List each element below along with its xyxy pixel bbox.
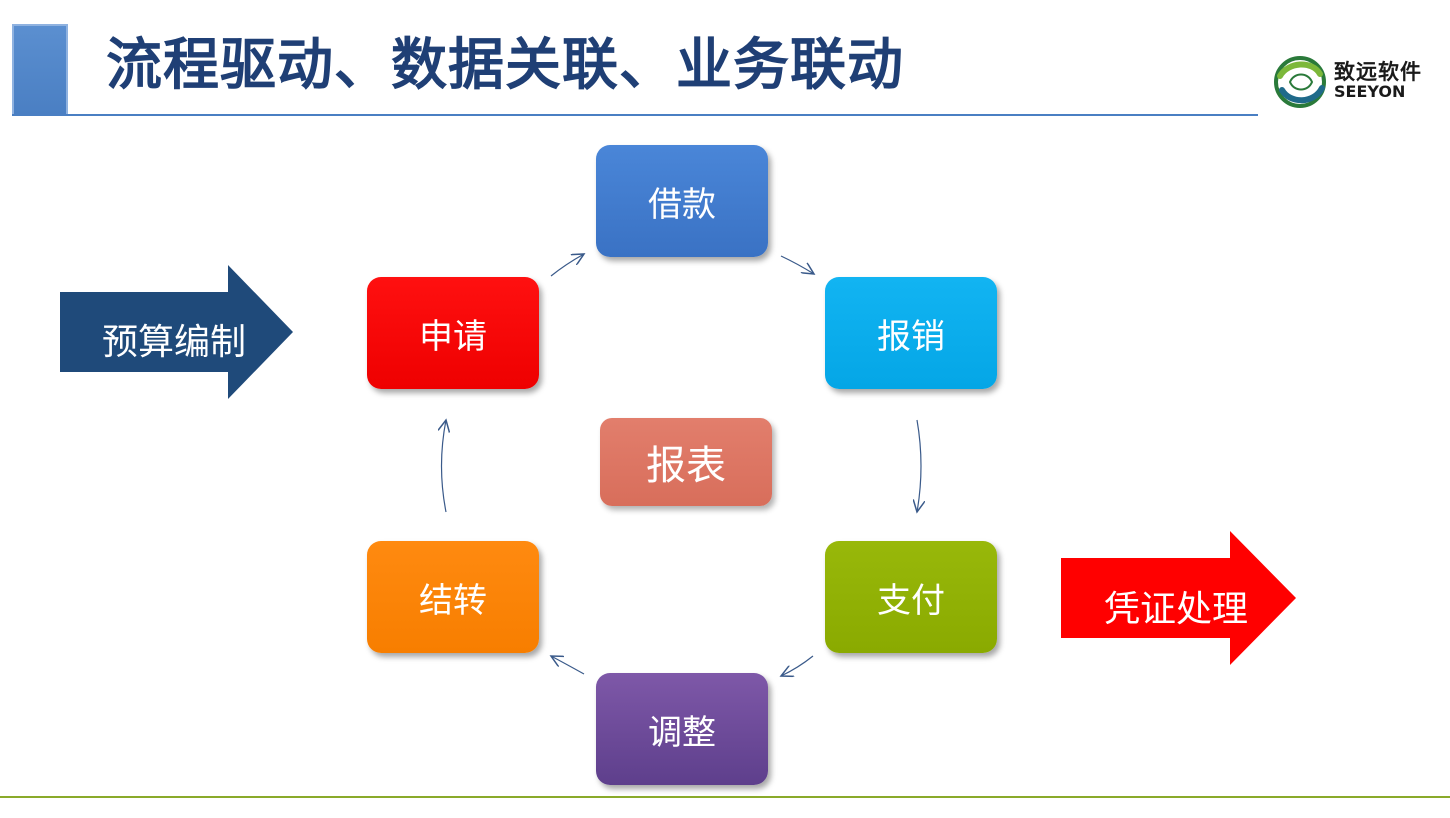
voucher-arrow-label: 凭证处理 <box>1104 589 1249 630</box>
arrow-apply-to-loan <box>550 254 584 277</box>
node-application-label: 申请 <box>419 316 487 357</box>
seeyon-logo: 致远软件 SEEYON <box>1272 54 1442 110</box>
arrow-adjust-to-carry <box>551 656 585 675</box>
node-reimbursement-label: 报销 <box>877 316 945 357</box>
node-adjustment: 调整 <box>596 673 768 785</box>
logo-text-cn: 致远软件 <box>1334 60 1422 84</box>
node-payment: 支付 <box>825 541 997 653</box>
title-underline <box>12 114 1258 116</box>
page-title: 流程驱动、数据关联、业务联动 <box>106 33 904 98</box>
arrow-reimb-to-pay <box>917 419 921 512</box>
budget-arrow-label: 预算编制 <box>102 322 247 363</box>
node-payment-label: 支付 <box>877 580 945 621</box>
logo-text-en: SEEYON <box>1334 82 1406 101</box>
arrow-pay-to-adjust <box>781 655 814 676</box>
arrow-carry-to-apply <box>442 420 447 513</box>
footer-rule <box>0 796 1450 798</box>
title-accent-bar <box>12 24 68 116</box>
node-adjustment-label: 调整 <box>648 712 716 753</box>
node-carry-forward: 结转 <box>367 541 539 653</box>
node-carry-forward-label: 结转 <box>419 580 487 621</box>
voucher-arrow-shape <box>1061 531 1296 665</box>
node-report-label: 报表 <box>646 443 726 489</box>
seeyon-logo-icon <box>1274 56 1326 108</box>
node-loan-label: 借款 <box>648 184 716 225</box>
budget-arrow-shape <box>60 265 293 399</box>
arrow-loan-to-reimb <box>780 255 814 274</box>
node-report: 报表 <box>600 418 772 506</box>
node-reimbursement: 报销 <box>825 277 997 389</box>
node-loan: 借款 <box>596 145 768 257</box>
node-application: 申请 <box>367 277 539 389</box>
